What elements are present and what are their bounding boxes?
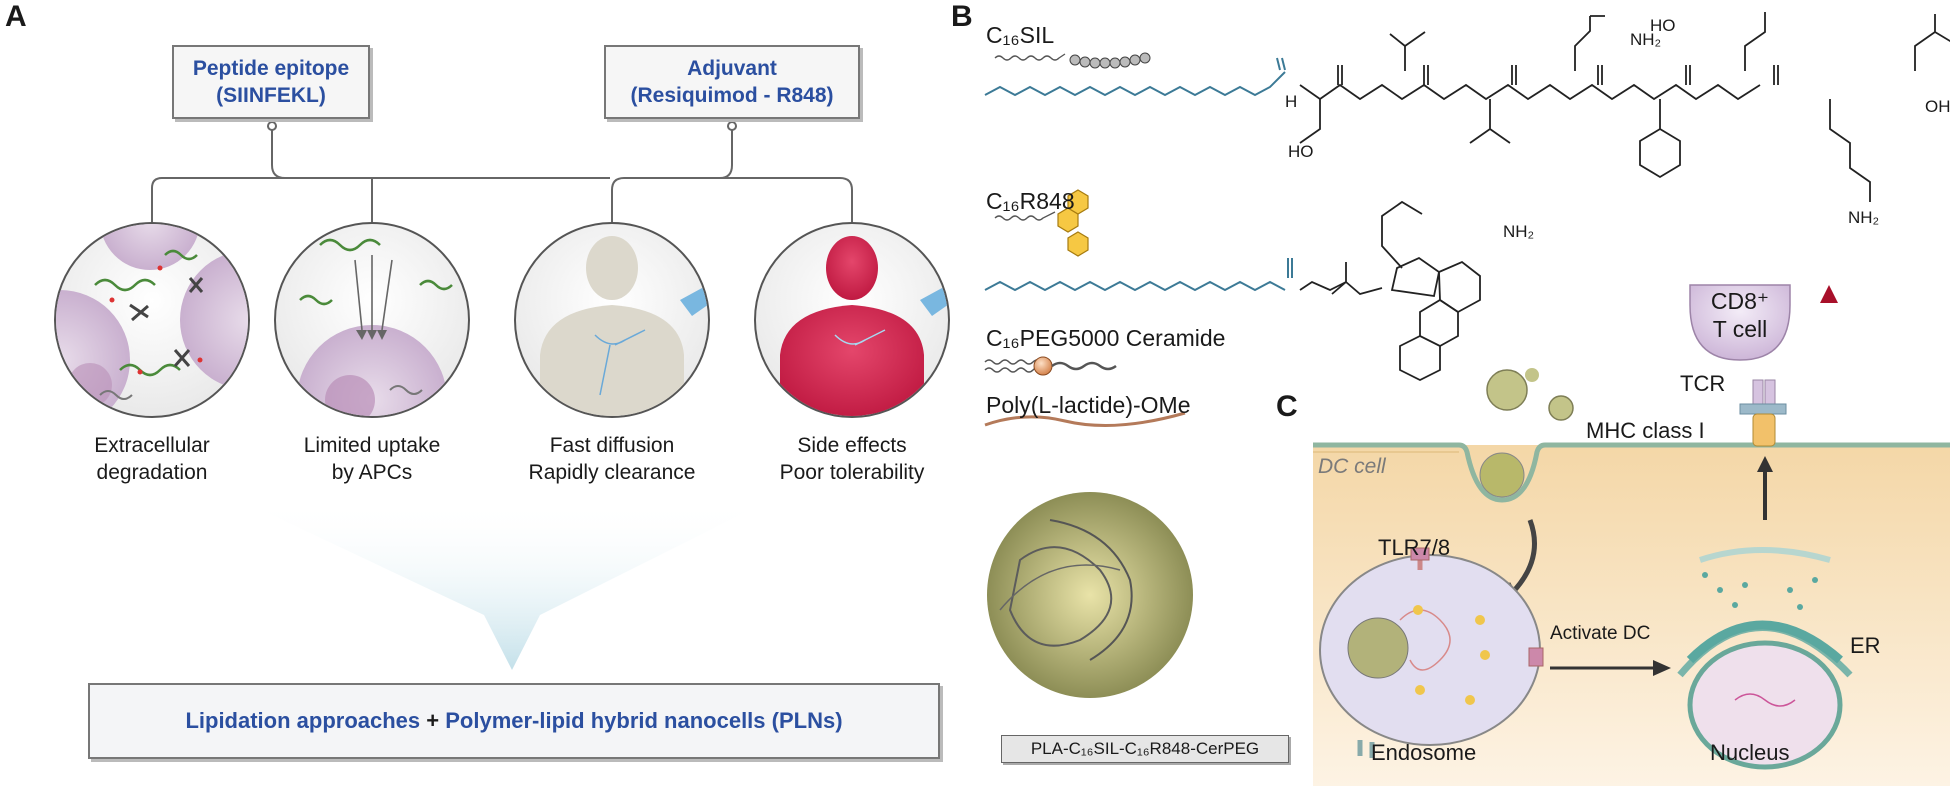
mhc-label: MHC class I [1586,418,1705,443]
cd8-label: CD8⁺ T cell [1700,287,1780,343]
side-effects-circle [754,222,950,418]
tcr-label: TCR [1680,371,1726,396]
uptake-circle [274,222,470,418]
c16r848-label: C₁₆R848 [986,188,1075,214]
r848-structure [1299,200,1481,382]
er-and-nucleus [1677,547,1853,770]
caption-uptake-line1: Limited uptake [303,434,441,457]
caption-diffusion-line2: Rapidly clearance [528,461,696,484]
c16sil-label: C₁₆SIL [986,22,1055,48]
nanoparticle-label: PLA-C₁₆SIL-C₁₆R848-CerPEG [1001,735,1289,763]
tcr-mhc-complex [1739,379,1787,447]
cell-membrane [1313,442,1950,503]
epitope-line2: (SIINFEKL) [216,84,326,107]
activate-dc-label: Activate DC [1550,623,1651,644]
pla-strand [984,411,1186,427]
atom-oh-right: OH [1925,97,1950,116]
atom-nh2-r848: NH₂ [1503,222,1535,241]
adjuvant-line1: Adjuvant [687,57,777,80]
cd8-line2: T cell [1712,316,1768,342]
adjuvant-box: Adjuvant (Resiquimod - R848) [604,45,860,119]
atom-nh2-top: NH₂ [1630,30,1662,49]
caption-degradation-line2: degradation [96,461,208,484]
tlr-label: TLR7/8 [1378,535,1451,560]
caption-side-effects: Side effects Poor tolerability [742,432,962,486]
strategy-pln: Polymer-lipid hybrid nanocells (PLNs) [445,708,843,733]
panel-b-letter: B [951,0,973,33]
c16sil-chain [984,71,1286,97]
atom-h: H [1285,92,1298,111]
caption-uptake-line2: by APCs [331,461,413,484]
funnel-arrow [240,500,770,670]
sil-peptide-structure [1299,12,1950,202]
endosome [1319,547,1544,758]
epitope-line1: Peptide epitope [192,57,350,80]
degradation-circle [54,222,250,418]
er-label: ER [1850,633,1881,658]
caption-side-effects-line1: Side effects [797,434,907,457]
endosome-label: Endosome [1371,740,1477,765]
nanoparticle [987,492,1193,698]
atom-ho-left: HO [1288,142,1314,161]
cd8-line1: CD8⁺ [1710,288,1770,314]
floating-nanoparticles [1486,368,1574,421]
strategy-box: Lipidation approaches + Polymer-lipid hy… [88,683,940,759]
cerpeg-icon [984,356,1117,376]
caption-side-effects-line2: Poor tolerability [779,461,925,484]
cd8-t-cell [1689,284,1791,361]
dc-cell-label: DC cell [1318,455,1386,478]
caption-diffusion: Fast diffusion Rapidly clearance [502,432,722,486]
cerpeg-label: C₁₆PEG5000 Ceramide [986,325,1226,351]
strategy-plus: + [420,708,446,733]
c16r848-chain [984,280,1286,292]
panel-a-letter: A [5,0,27,33]
pla-label: Poly(L-lactide)-OMe [986,392,1191,418]
caption-diffusion-line1: Fast diffusion [549,434,675,457]
strategy-lipidation: Lipidation approaches [185,708,421,733]
caption-degradation: Extracellular degradation [52,432,252,486]
atom-nh2-lys: NH₂ [1848,208,1880,227]
diffusion-circle [514,222,710,418]
caption-uptake: Limited uptake by APCs [272,432,472,486]
caption-degradation-line1: Extracellular [94,434,210,457]
epitope-box: Peptide epitope (SIINFEKL) [172,45,370,119]
atom-ho-top: HO [1650,16,1676,35]
nucleus-label: Nucleus [1710,740,1790,765]
adjuvant-line2: (Resiquimod - R848) [630,84,834,107]
connector-tree [151,126,853,222]
panel-c-letter: C [1276,390,1298,423]
